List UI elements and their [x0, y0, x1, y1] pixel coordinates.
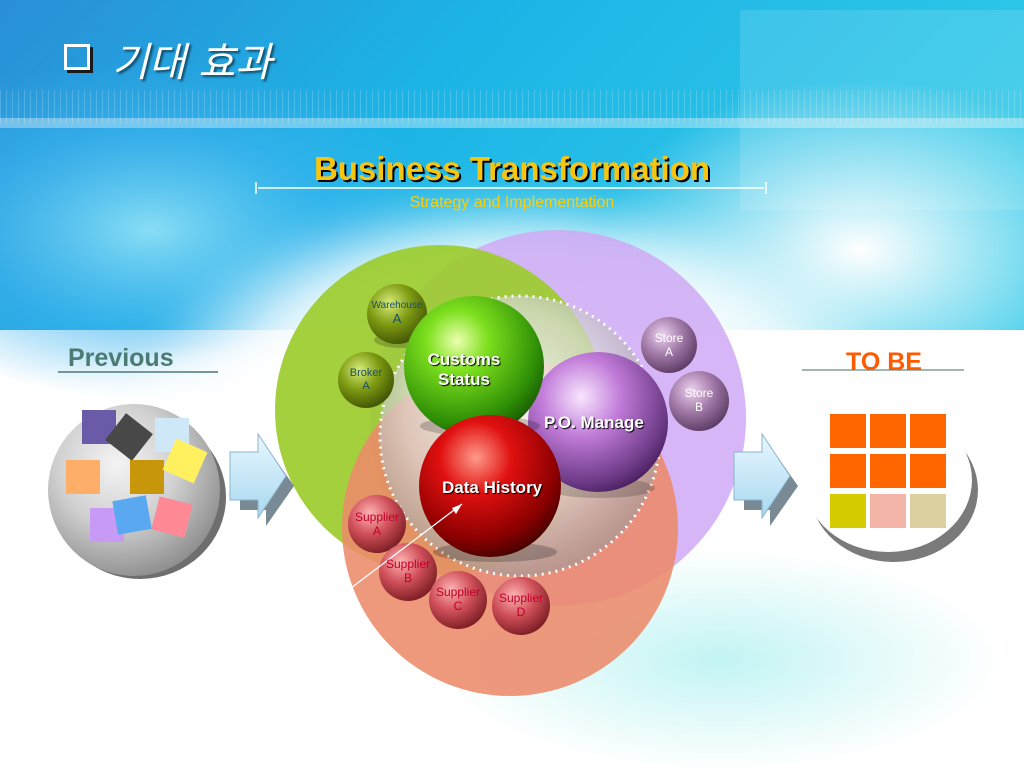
warehouse-a-line2: A: [392, 310, 402, 326]
broker-a-line1: Broker: [349, 367, 383, 379]
slide-title: 기대 효과: [112, 40, 272, 86]
grid-tile-8: [870, 494, 906, 528]
customs-status-line2: Status: [438, 369, 490, 389]
strategy-callout-line: [230, 503, 463, 611]
main-title: Business Transformation: [313, 150, 711, 187]
strategy-callout-label: Strategy: [246, 588, 296, 604]
store-b-ball: [669, 371, 729, 431]
subtitle: Strategy and Implementation: [409, 194, 615, 211]
scatter-tile-pink: [151, 496, 193, 538]
right-arrow-icon: [733, 432, 791, 520]
grid-tile-5: [870, 454, 906, 488]
grid-tile-9: [910, 494, 946, 528]
supplier-b-line1: Supplier: [385, 557, 431, 571]
store-a-line2: A: [664, 344, 673, 359]
supplier-d-ball: [492, 577, 550, 635]
supplier-b-ball: [379, 543, 437, 601]
po-manage-sphere: [528, 352, 668, 492]
tobe-label: TO BE: [846, 348, 922, 376]
warehouse-a-line1: Warehouse: [371, 300, 423, 311]
data-history-label: Data History: [442, 478, 543, 497]
broker-a-label: Broker A: [340, 367, 392, 392]
grid-tile-4: [830, 454, 866, 488]
supplier-d-line2: D: [516, 604, 526, 619]
checkbox-bullet-icon: [64, 44, 90, 70]
callout-arrowhead: [452, 504, 462, 514]
supplier-d-line1: Supplier: [498, 591, 544, 605]
grid-tile-1: [830, 414, 866, 448]
supplier-a-ball: [348, 495, 406, 553]
stripe-line: [0, 118, 1024, 128]
scatter-tile-dark: [105, 413, 153, 461]
store-b-label: Store B: [673, 386, 725, 415]
supplier-a-line1: Supplier: [354, 510, 400, 524]
store-b-line2: B: [694, 399, 703, 414]
stripe-band: [0, 90, 1024, 124]
grid-tile-7: [830, 494, 866, 528]
grid-tile-6: [910, 454, 946, 488]
broker-a-ball: [338, 352, 394, 408]
supplier-c-label: Supplier C: [426, 585, 490, 614]
customs-status-sphere: [404, 296, 544, 436]
supplier-c-line1: Supplier: [435, 585, 481, 599]
customs-status-line1: Customs: [427, 350, 501, 369]
data-history-sphere: [419, 415, 561, 557]
store-a-line1: Store: [654, 331, 684, 345]
scatter-tile-gold: [130, 460, 164, 494]
supplier-b-line2: B: [403, 570, 412, 585]
grid-tile-3: [910, 414, 946, 448]
supplier-d-label: Supplier D: [489, 591, 553, 620]
store-a-ball: [641, 317, 697, 373]
store-b-line1: Store: [684, 386, 714, 400]
warehouse-a-ball: [367, 284, 427, 344]
supplier-a-line2: A: [372, 523, 381, 538]
text-texture: [740, 10, 1024, 210]
supplier-b-label: Supplier B: [376, 557, 440, 586]
supplier-c-ball: [429, 571, 487, 629]
po-manage-label: P.O. Manage: [544, 413, 644, 432]
store-a-label: Store A: [643, 331, 695, 360]
left-arrow-icon: [229, 432, 287, 520]
warehouse-a-label: Warehouse A: [362, 300, 432, 326]
scatter-tile-blue: [112, 495, 152, 535]
customs-status-label: Customs Status: [412, 350, 516, 389]
scatter-tile-orange: [66, 460, 100, 494]
broker-a-line2: A: [362, 379, 370, 392]
supplier-c-line2: C: [453, 598, 463, 613]
scatter-tile-yellow: [162, 438, 208, 484]
supplier-a-label: Supplier A: [345, 510, 409, 539]
grid-tile-2: [870, 414, 906, 448]
previous-label: Previous: [68, 344, 174, 372]
